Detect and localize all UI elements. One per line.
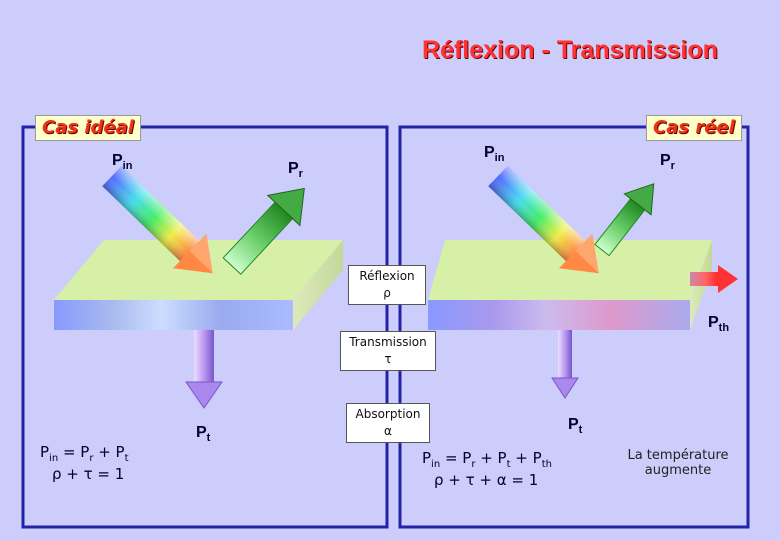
left-panel-label: Cas idéal [35, 115, 141, 141]
left-pt-label: Pt [196, 424, 211, 445]
right-reflected-arrow [594, 183, 655, 257]
right-panel-label: Cas réel [646, 115, 742, 141]
left-slab [54, 240, 343, 330]
left-pin-label: Pin [112, 152, 133, 173]
left-power-equation: Pin = Pr + Pt [40, 443, 129, 464]
transmission-label: Transmission τ [340, 331, 436, 371]
absorption-label: Absorption α [346, 403, 430, 443]
right-power-equation: Pin = Pr + Pt + Pth [422, 449, 552, 470]
left-incident-arrow [102, 165, 213, 274]
temperature-note: La température augmente [627, 448, 729, 478]
left-transmitted-arrow [185, 330, 223, 409]
left-reflected-arrow [222, 187, 305, 275]
right-pth-label: Pth [708, 314, 730, 335]
right-panel-frame [398, 125, 750, 529]
right-pr-label: Pr [660, 152, 675, 173]
left-panel-frame [21, 125, 389, 529]
left-pr-label: Pr [288, 160, 303, 181]
right-transmitted-arrow [551, 330, 579, 399]
right-incident-arrow [488, 165, 599, 274]
reflexion-label: Réflexion ρ [348, 265, 426, 305]
right-pt-label: Pt [568, 416, 583, 437]
page-title: Réflexion - Transmission [422, 36, 718, 64]
right-coefficient-equation: ρ + τ + α = 1 [434, 471, 539, 489]
right-thermal-arrow [690, 265, 738, 293]
left-coefficient-equation: ρ + τ = 1 [52, 465, 125, 483]
right-pin-label: Pin [484, 144, 505, 165]
